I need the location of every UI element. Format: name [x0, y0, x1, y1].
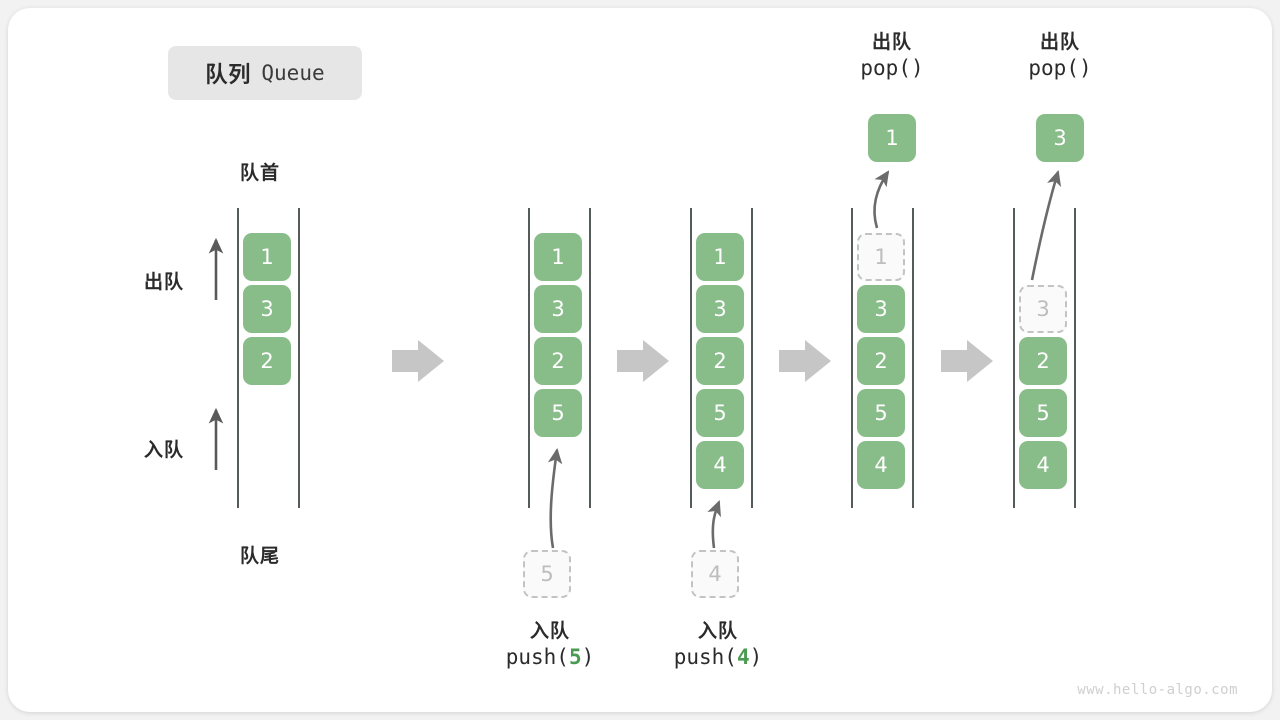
queue-cell: 5 [534, 389, 582, 437]
diagram-title-chip: 队列 Queue [168, 46, 362, 100]
queue-cell: 5 [1019, 389, 1067, 437]
caption-code-num: 5 [568, 644, 582, 669]
queue-cell: 2 [534, 337, 582, 385]
caption-code: pop() [860, 55, 924, 80]
caption-code-post: ) [749, 644, 763, 669]
queue-rail-right-1 [298, 208, 300, 508]
caption-pop-3: 出队 pop() [960, 31, 1160, 82]
outgoing-cell: 1 [868, 114, 916, 162]
queue-cell: 2 [857, 337, 905, 385]
caption-code-pre: push( [505, 644, 569, 669]
queue-rail-left-2 [528, 208, 530, 508]
incoming-ghost-cell: 4 [691, 550, 739, 598]
caption-cn: 出队 [871, 32, 912, 53]
caption-push-5: 入队 push(5) [450, 620, 650, 671]
queue-cell: 2 [1019, 337, 1067, 385]
queue-cell: 3 [534, 285, 582, 333]
queue-cell: 1 [696, 233, 744, 281]
queue-cell: 5 [857, 389, 905, 437]
queue-rail-left-1 [237, 208, 239, 508]
popped-ghost-cell: 1 [857, 233, 905, 281]
caption-push-4: 入队 push(4) [618, 620, 818, 671]
caption-cn: 出队 [1039, 32, 1080, 53]
queue-rail-right-4 [912, 208, 914, 508]
title-cn: 队列 [205, 62, 252, 87]
queue-cell: 2 [243, 337, 291, 385]
queue-cell: 4 [857, 441, 905, 489]
label-dequeue-direction: 出队 [144, 272, 185, 293]
caption-pop-1: 出队 pop() [792, 31, 992, 82]
caption-code-pre: push( [673, 644, 737, 669]
queue-rail-left-5 [1013, 208, 1015, 508]
label-enqueue-direction: 入队 [144, 440, 185, 461]
queue-cell: 3 [696, 285, 744, 333]
queue-cell: 3 [857, 285, 905, 333]
queue-rail-right-5 [1074, 208, 1076, 508]
caption-cn: 入队 [697, 621, 738, 642]
popped-ghost-cell: 3 [1019, 285, 1067, 333]
outgoing-cell: 3 [1036, 114, 1084, 162]
queue-rail-right-3 [751, 208, 753, 508]
caption-cn: 入队 [529, 621, 570, 642]
white-card [8, 8, 1272, 712]
caption-code: push(4) [618, 644, 818, 671]
queue-rail-left-4 [851, 208, 853, 508]
queue-cell: 4 [1019, 441, 1067, 489]
title-en: Queue [261, 61, 325, 85]
incoming-ghost-cell: 5 [523, 550, 571, 598]
queue-rail-right-2 [589, 208, 591, 508]
queue-cell: 2 [696, 337, 744, 385]
queue-cell: 1 [243, 233, 291, 281]
label-queue-tail: 队尾 [240, 546, 281, 567]
caption-code: pop() [1028, 55, 1092, 80]
queue-cell: 4 [696, 441, 744, 489]
watermark: www.hello-algo.com [1077, 682, 1238, 698]
caption-code-post: ) [581, 644, 595, 669]
queue-cell: 3 [243, 285, 291, 333]
caption-code-num: 4 [736, 644, 750, 669]
caption-code: push(5) [450, 644, 650, 671]
queue-cell: 1 [534, 233, 582, 281]
label-queue-head: 队首 [240, 163, 281, 184]
queue-rail-left-3 [690, 208, 692, 508]
queue-cell: 5 [696, 389, 744, 437]
